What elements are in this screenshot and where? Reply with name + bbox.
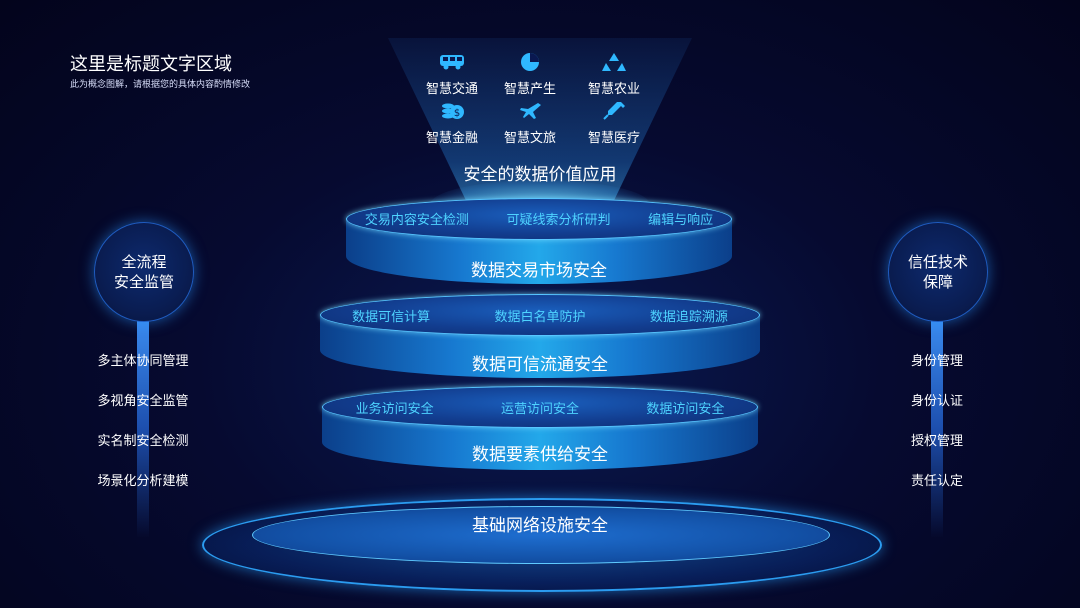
left-pillar-circle: 全流程安全监管	[94, 222, 194, 322]
app-smart-transport: 智慧交通	[412, 52, 492, 97]
right-pillar-item: 责任认定	[877, 470, 997, 489]
left-pillar-title-line1: 全流程	[121, 253, 166, 271]
layer-item: 数据访问安全	[646, 398, 724, 417]
coins-icon: $	[438, 101, 466, 121]
left-pillar-item: 多视角安全监管	[83, 390, 203, 409]
left-pillar-item: 场景化分析建模	[83, 470, 203, 489]
layer-item: 数据白名单防护	[494, 306, 585, 325]
page-subtitle: 此为概念图解，请根据您的具体内容酌情修改	[70, 77, 250, 90]
layer-trading-market: 交易内容安全检测 可疑线索分析研判 编辑与响应 数据交易市场安全	[346, 198, 732, 284]
layer-label: 数据交易市场安全	[346, 256, 732, 281]
layer-item: 业务访问安全	[356, 398, 434, 417]
layer-item: 数据追踪溯源	[650, 306, 728, 325]
right-pillar-item: 授权管理	[877, 430, 997, 449]
right-pillar-title-line2: 保障	[923, 273, 953, 291]
applications-title: 安全的数据价值应用	[390, 160, 690, 185]
app-label: 智慧金融	[412, 127, 492, 146]
bus-icon	[438, 52, 466, 72]
app-label: 智慧文旅	[490, 127, 570, 146]
app-label: 智慧产生	[490, 78, 570, 97]
layer-label: 数据要素供给安全	[322, 440, 758, 465]
base-label: 基础网络设施安全	[252, 511, 828, 536]
syringe-icon	[600, 101, 628, 121]
app-label: 智慧交通	[412, 78, 492, 97]
layer-items: 交易内容安全检测 可疑线索分析研判 编辑与响应	[346, 209, 732, 228]
svg-text:$: $	[454, 108, 460, 119]
app-smart-finance: $ 智慧金融	[412, 101, 492, 146]
page-title: 这里是标题文字区域	[70, 50, 232, 76]
layer-trusted-circulation: 数据可信计算 数据白名单防护 数据追踪溯源 数据可信流通安全	[320, 294, 760, 378]
layer-item: 可疑线索分析研判	[506, 209, 610, 228]
layer-data-supply: 业务访问安全 运营访问安全 数据访问安全 数据要素供给安全	[322, 386, 758, 470]
layer-item: 编辑与响应	[648, 209, 713, 228]
app-label: 智慧医疗	[574, 127, 654, 146]
layer-label: 数据可信流通安全	[320, 350, 760, 375]
app-smart-agriculture: 智慧农业	[574, 52, 654, 97]
layer-item: 交易内容安全检测	[365, 209, 469, 228]
layer-item: 数据可信计算	[352, 306, 430, 325]
right-pillar-circle: 信任技术保障	[888, 222, 988, 322]
airplane-icon	[516, 101, 544, 121]
layer-items: 业务访问安全 运营访问安全 数据访问安全	[322, 398, 758, 417]
app-smart-tourism: 智慧文旅	[490, 101, 570, 146]
right-pillar-title-line1: 信任技术	[908, 253, 968, 271]
right-pillar-item: 身份认证	[877, 390, 997, 409]
layer-items: 数据可信计算 数据白名单防护 数据追踪溯源	[320, 306, 760, 325]
left-pillar-title-line2: 安全监管	[114, 273, 174, 291]
pie-chart-icon	[516, 52, 544, 72]
left-pillar-item: 多主体协同管理	[83, 350, 203, 369]
app-label: 智慧农业	[574, 78, 654, 97]
app-smart-production: 智慧产生	[490, 52, 570, 97]
left-pillar-item: 实名制安全检测	[83, 430, 203, 449]
layer-item: 运营访问安全	[501, 398, 579, 417]
app-smart-medical: 智慧医疗	[574, 101, 654, 146]
right-pillar-item: 身份管理	[877, 350, 997, 369]
recycle-icon	[600, 52, 628, 72]
